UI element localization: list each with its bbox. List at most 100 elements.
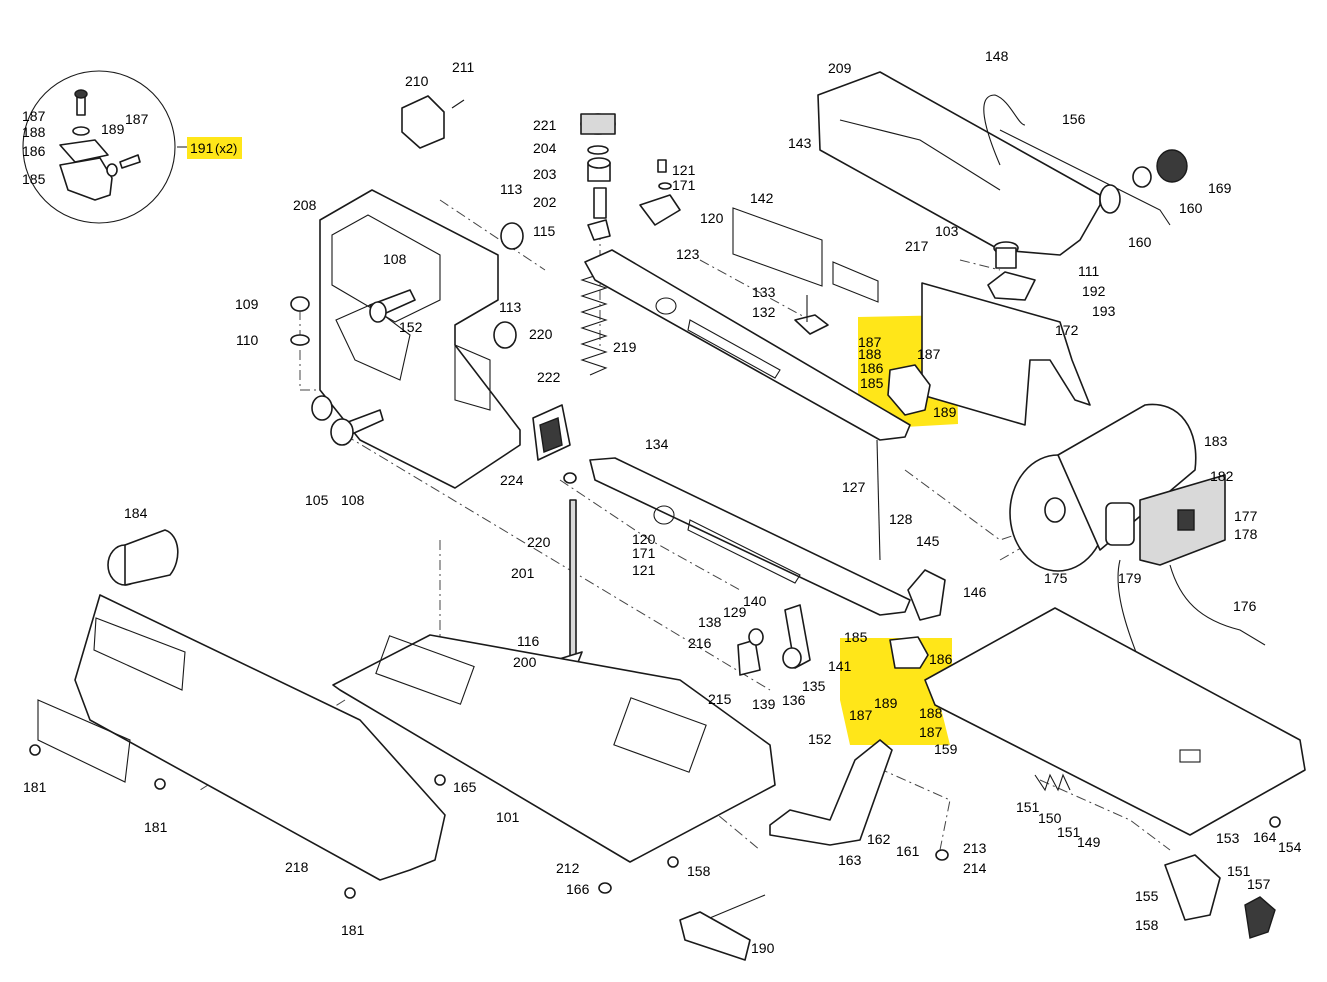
part-label-110: 110 xyxy=(236,332,259,348)
inset-label-189: 189 xyxy=(101,121,125,137)
callout-191-quantity: (x2) xyxy=(215,141,237,156)
part-label-211: 211 xyxy=(452,59,475,75)
part-label-163: 163 xyxy=(838,852,862,868)
part-label-113b: 113 xyxy=(499,299,522,315)
inset-label-187-right: 187 xyxy=(125,111,149,127)
part-label-143: 143 xyxy=(788,135,812,151)
part-label-129: 129 xyxy=(723,604,747,620)
part-label-150: 150 xyxy=(1038,810,1062,826)
part-label-187b: 187 xyxy=(917,346,941,362)
part-label-193: 193 xyxy=(1092,303,1116,319)
part-label-215: 215 xyxy=(708,691,732,707)
part-label-221: 221 xyxy=(533,117,557,133)
part-label-178: 178 xyxy=(1234,526,1258,542)
part-label-189b: 189 xyxy=(874,695,898,711)
part-label-186a: 186 xyxy=(860,360,884,376)
part-label-187c: 187 xyxy=(849,707,873,723)
part-label-155: 155 xyxy=(1135,888,1159,904)
part-label-158b: 158 xyxy=(1135,917,1159,933)
part-label-101: 101 xyxy=(496,809,520,825)
part-label-188a: 188 xyxy=(858,346,882,362)
part-label-105: 105 xyxy=(305,492,329,508)
highlight-callout-191 xyxy=(187,137,242,159)
part-label-158a: 158 xyxy=(687,863,711,879)
part-label-209: 209 xyxy=(828,60,852,76)
part-label-185b: 185 xyxy=(844,629,868,645)
part-label-128: 128 xyxy=(889,511,913,527)
part-label-171a: 171 xyxy=(672,177,696,193)
part-label-145: 145 xyxy=(916,533,940,549)
part-label-133: 133 xyxy=(752,284,776,300)
part-label-139: 139 xyxy=(752,696,776,712)
inset-label-187-top: 187 xyxy=(22,108,46,124)
callout-191: 191 xyxy=(190,140,214,156)
part-label-152b: 152 xyxy=(808,731,832,747)
part-label-222: 222 xyxy=(537,369,561,385)
part-label-161: 161 xyxy=(896,843,920,859)
part-label-140: 140 xyxy=(743,593,767,609)
part-label-151b: 151 xyxy=(1057,824,1081,840)
part-label-154: 154 xyxy=(1278,839,1302,855)
part-label-185a: 185 xyxy=(860,375,884,391)
highlight-lower-clamp xyxy=(840,638,952,745)
part-label-153: 153 xyxy=(1216,830,1240,846)
part-label-181a: 181 xyxy=(23,779,47,795)
part-label-108b: 108 xyxy=(341,492,365,508)
part-label-120b: 120 xyxy=(632,531,656,547)
part-label-160b: 160 xyxy=(1128,234,1152,250)
part-label-162: 162 xyxy=(867,831,891,847)
inset-label-185: 185 xyxy=(22,171,46,187)
part-label-217: 217 xyxy=(905,238,929,254)
part-label-108a: 108 xyxy=(383,251,407,267)
part-label-218: 218 xyxy=(285,859,309,875)
part-label-103: 103 xyxy=(935,223,959,239)
part-label-169: 169 xyxy=(1208,180,1232,196)
part-label-151c: 151 xyxy=(1227,863,1251,879)
part-label-200: 200 xyxy=(513,654,537,670)
part-label-176: 176 xyxy=(1233,598,1257,614)
inset-label-186: 186 xyxy=(22,143,46,159)
part-label-177: 177 xyxy=(1234,508,1258,524)
part-label-116: 116 xyxy=(517,633,540,649)
part-label-183: 183 xyxy=(1204,433,1228,449)
part-label-172: 172 xyxy=(1055,322,1079,338)
part-label-187d: 187 xyxy=(919,724,943,740)
part-label-210: 210 xyxy=(405,73,429,89)
part-label-157: 157 xyxy=(1247,876,1271,892)
part-label-146: 146 xyxy=(963,584,987,600)
part-label-121a: 121 xyxy=(672,162,696,178)
part-label-132: 132 xyxy=(752,304,776,320)
part-label-136: 136 xyxy=(782,692,806,708)
part-label-127: 127 xyxy=(842,479,866,495)
part-label-203: 203 xyxy=(533,166,557,182)
parts xyxy=(29,71,1306,961)
part-label-190: 190 xyxy=(751,940,775,956)
part-label-186b: 186 xyxy=(929,651,953,667)
part-label-181c: 181 xyxy=(341,922,365,938)
part-label-151a: 151 xyxy=(1016,799,1040,815)
part-label-165: 165 xyxy=(453,779,477,795)
part-label-216: 216 xyxy=(688,635,712,651)
part-label-179: 179 xyxy=(1118,570,1142,586)
part-label-138: 138 xyxy=(698,614,722,630)
part-label-188b: 188 xyxy=(919,705,943,721)
part-label-121b: 121 xyxy=(632,562,656,578)
part-label-213: 213 xyxy=(963,840,987,856)
part-label-171b: 171 xyxy=(632,545,656,561)
inset-label-188: 188 xyxy=(22,124,46,140)
part-label-164: 164 xyxy=(1253,829,1277,845)
part-label-208: 208 xyxy=(293,197,317,213)
part-label-175: 175 xyxy=(1044,570,1068,586)
part-label-181b: 181 xyxy=(144,819,168,835)
part-label-109: 109 xyxy=(235,296,259,312)
part-label-182: 182 xyxy=(1210,468,1234,484)
part-label-201: 201 xyxy=(511,565,535,581)
part-label-220a: 220 xyxy=(529,326,553,342)
part-label-159: 159 xyxy=(934,741,958,757)
part-label-219: 219 xyxy=(613,339,637,355)
part-label-156: 156 xyxy=(1062,111,1086,127)
part-label-220b: 220 xyxy=(527,534,551,550)
part-label-187a: 187 xyxy=(858,334,882,350)
part-label-166: 166 xyxy=(566,881,590,897)
part-label-115: 115 xyxy=(533,223,556,239)
